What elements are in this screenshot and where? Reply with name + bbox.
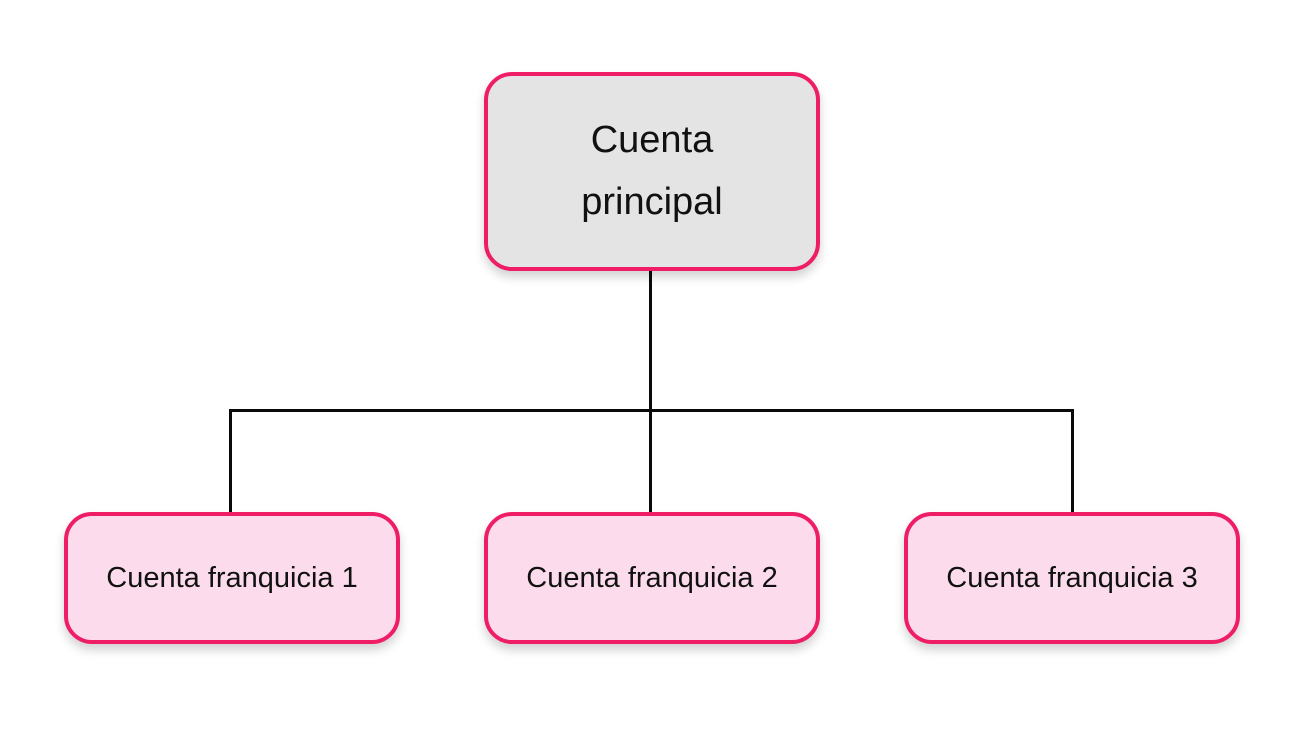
connector-to-child-1 (229, 409, 232, 513)
node-cuenta-franquicia-2: Cuenta franquicia 2 (484, 512, 820, 644)
connector-to-child-3 (1071, 409, 1074, 513)
node-cuenta-principal-label: Cuenta principal (581, 118, 723, 223)
node-cuenta-franquicia-2-label: Cuenta franquicia 2 (526, 561, 778, 594)
node-cuenta-franquicia-3: Cuenta franquicia 3 (904, 512, 1240, 644)
connector-horizontal-bus (229, 409, 1074, 412)
connector-root-to-children (649, 270, 652, 513)
node-cuenta-principal: Cuenta principal (484, 72, 820, 271)
node-cuenta-franquicia-1-label: Cuenta franquicia 1 (106, 561, 358, 594)
node-cuenta-franquicia-3-label: Cuenta franquicia 3 (946, 561, 1198, 594)
node-cuenta-franquicia-1: Cuenta franquicia 1 (64, 512, 400, 644)
